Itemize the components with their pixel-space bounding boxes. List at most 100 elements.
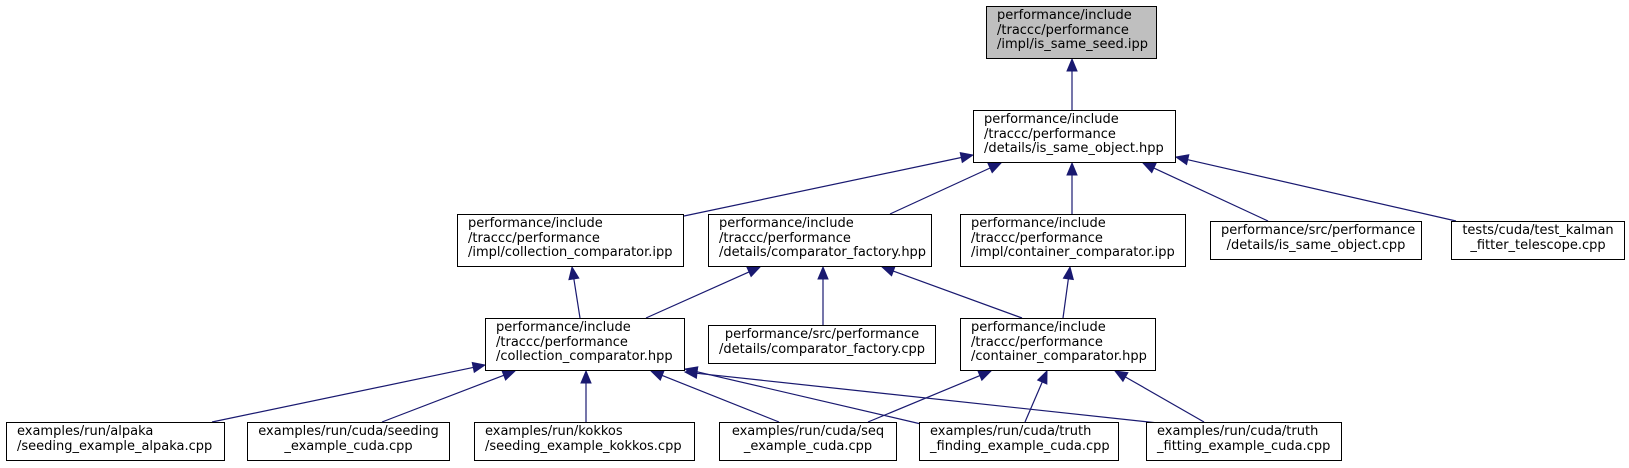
node-label-line: /details/comparator_factory.hpp (719, 245, 927, 261)
edge-collection-comparator-hpp-to-comparator-factory-hpp (645, 266, 762, 319)
edge-arrowhead (568, 265, 580, 281)
edge-line (381, 374, 505, 423)
node-label-line: examples/run/cuda/truth (1157, 424, 1319, 439)
edge-comparator-factory-hpp-to-is-same-object-hpp (889, 162, 1003, 215)
edge-line (1125, 376, 1205, 423)
edge-seq-example-cuda-cpp-to-collection-comparator-hpp (649, 370, 780, 423)
edge-impl-container-comparator-ipp-to-is-same-object-hpp (1066, 161, 1078, 214)
edge-test-kalman-fitter-telescope-cpp-to-is-same-object-hpp (1174, 154, 1457, 222)
edge-container-comparator-hpp-to-impl-container-comparator-ipp (1062, 265, 1074, 319)
node-label-line: /impl/collection_comparator.ipp (468, 245, 673, 261)
edge-truth-fitting-example-cuda-cpp-to-container-comparator-hpp (1113, 370, 1205, 423)
edge-arrowhead (977, 370, 993, 382)
node-label-line: _fitting_example_cuda.cpp (1157, 438, 1331, 454)
node-truth-fitting-example-cuda-cpp[interactable]: examples/run/cuda/truth_fitting_example_… (1146, 422, 1342, 461)
node-label-line: _finding_example_cuda.cpp (930, 438, 1110, 454)
node-label-line: /traccc/performance (496, 334, 628, 350)
edge-arrowhead (1036, 369, 1048, 385)
node-label-line: /container_comparator.hpp (971, 349, 1147, 365)
node-is-same-object-cpp[interactable]: performance/src/performance/details/is_s… (1210, 221, 1422, 260)
node-label-line: tests/cuda/test_kalman (1462, 223, 1614, 238)
edge-seeding-example-cuda-cpp-to-collection-comparator-hpp (381, 370, 517, 423)
node-label-line: /traccc/performance (468, 230, 600, 246)
node-label-line: /traccc/performance (719, 230, 851, 246)
edge-arrowhead (746, 266, 762, 278)
node-label-line: performance/include (468, 216, 603, 231)
node-impl-container-comparator-ipp[interactable]: performance/include/traccc/performance/i… (960, 214, 1186, 267)
edge-arrowhead (1066, 57, 1078, 72)
node-label-line: examples/run/cuda/seq (731, 424, 885, 439)
edge-seeding-example-kokkos-cpp-to-collection-comparator-hpp (580, 369, 592, 422)
edge-arrowhead (580, 369, 592, 384)
edge-line (1153, 167, 1269, 222)
edge-arrowhead (683, 367, 699, 380)
node-label-line: /traccc/performance (971, 334, 1103, 350)
node-container-comparator-hpp[interactable]: performance/include/traccc/performance/c… (960, 318, 1156, 371)
edge-line (661, 374, 780, 423)
node-label-line: /details/is_same_object.cpp (1226, 237, 1406, 253)
node-label-line: _example_cuda.cpp (284, 438, 413, 454)
node-impl-collection-comparator-ipp[interactable]: performance/include/traccc/performance/i… (457, 214, 684, 267)
node-seeding-example-cuda-cpp[interactable]: examples/run/cuda/seeding_example_cuda.c… (247, 422, 450, 461)
node-label-line: /impl/is_same_seed.ipp (997, 37, 1148, 53)
node-test-kalman-fitter-telescope-cpp[interactable]: tests/cuda/test_kalman_fitter_telescope.… (1451, 221, 1625, 260)
edge-truth-fitting-example-cuda-cpp-to-collection-comparator-hpp (683, 367, 1159, 424)
edge-line (1024, 381, 1043, 423)
node-label-line: performance/include (984, 112, 1119, 127)
edge-line (696, 371, 922, 425)
edge-line (645, 271, 750, 319)
edge-line (1187, 159, 1457, 222)
node-seeding-example-kokkos-cpp[interactable]: examples/run/kokkos/seeding_example_kokk… (474, 422, 695, 461)
edge-collection-comparator-hpp-to-impl-collection-comparator-ipp (568, 265, 581, 319)
node-label-line: /seeding_example_kokkos.cpp (485, 438, 682, 454)
edge-arrowhead (1066, 161, 1078, 176)
edge-arrowhead (471, 361, 487, 374)
edge-line (889, 167, 991, 215)
node-label-line: performance/include (496, 320, 631, 335)
edge-line (683, 156, 962, 217)
edge-comparator-factory-cpp-to-comparator-factory-hpp (817, 265, 829, 325)
node-truth-finding-example-cuda-cpp[interactable]: examples/run/cuda/truth_finding_example_… (919, 422, 1119, 461)
edge-seeding-example-alpaka-cpp-to-collection-comparator-hpp (211, 361, 487, 423)
node-label-line: /traccc/performance (984, 126, 1116, 142)
edge-arrowhead (1174, 154, 1190, 166)
edge-line (573, 278, 581, 319)
node-seq-example-cuda-cpp[interactable]: examples/run/cuda/seq_example_cuda.cpp (719, 422, 897, 461)
node-label-line: examples/run/kokkos (485, 424, 623, 439)
node-label-line: performance/include (971, 216, 1106, 231)
node-label-line: _example_cuda.cpp (743, 438, 873, 454)
node-label-line: /impl/container_comparator.ipp (971, 245, 1175, 261)
edge-arrowhead (501, 370, 517, 381)
edge-arrowhead (1062, 265, 1074, 281)
node-label-line: _fitter_telescope.cpp (1470, 237, 1606, 253)
edge-arrowhead (987, 162, 1003, 174)
node-label-line: examples/run/cuda/seeding (258, 424, 439, 439)
node-root[interactable]: performance/include/traccc/performance/i… (986, 6, 1157, 59)
node-comparator-factory-hpp[interactable]: performance/include/traccc/performance/d… (708, 214, 932, 267)
node-label-line: /details/is_same_object.hpp (984, 141, 1164, 157)
edge-arrowhead (959, 151, 975, 164)
edge-arrowhead (649, 370, 665, 381)
edge-arrowhead (880, 265, 896, 277)
edge-line (211, 366, 474, 423)
edge-line (893, 270, 1023, 319)
node-seeding-example-alpaka-cpp[interactable]: examples/run/alpaka/seeding_example_alpa… (6, 422, 225, 461)
edge-line (1062, 278, 1069, 319)
edge-arrowhead (1113, 370, 1129, 383)
node-label-line: /traccc/performance (997, 22, 1129, 38)
edge-is-same-object-hpp-to-root (1066, 57, 1078, 110)
node-label-line: examples/run/cuda/truth (930, 424, 1092, 439)
node-label-line: performance/src/performance (724, 327, 920, 342)
edge-seq-example-cuda-cpp-to-container-comparator-hpp (867, 370, 993, 423)
node-comparator-factory-cpp[interactable]: performance/src/performance/details/comp… (708, 325, 936, 364)
edge-impl-collection-comparator-ipp-to-is-same-object-hpp (683, 151, 975, 217)
node-label-line: performance/include (971, 320, 1106, 335)
node-collection-comparator-hpp[interactable]: performance/include/traccc/performance/c… (485, 318, 685, 371)
edge-is-same-object-cpp-to-is-same-object-hpp (1141, 162, 1269, 222)
node-label-line: /details/comparator_factory.cpp (719, 341, 925, 357)
edge-arrowhead (817, 265, 829, 280)
node-is-same-object-hpp[interactable]: performance/include/traccc/performance/d… (973, 110, 1176, 163)
node-label-line: /seeding_example_alpaka.cpp (17, 438, 213, 454)
